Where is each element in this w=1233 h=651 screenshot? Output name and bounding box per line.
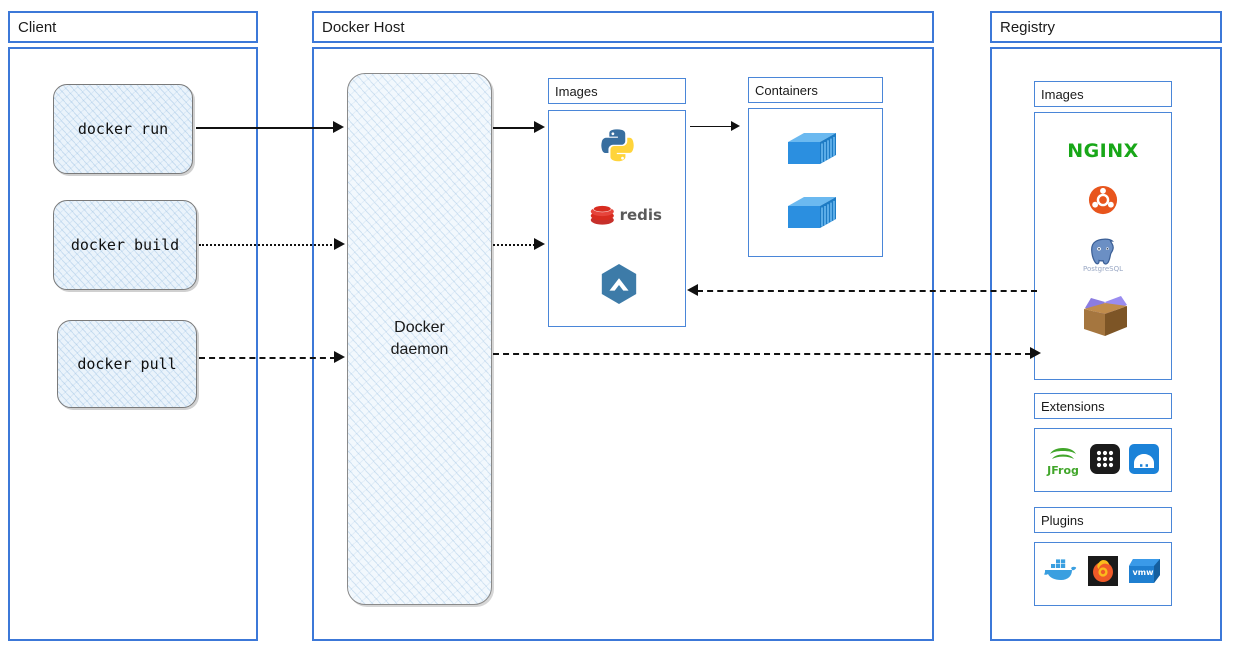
shipping-container-icon [784, 128, 840, 170]
host-images-title: Images [548, 78, 686, 104]
svg-text:JFrog: JFrog [1046, 464, 1079, 477]
daemon-label-line2: daemon [390, 341, 449, 358]
registry-panel-title-label: Registry [1000, 18, 1056, 36]
daemon-to-images-2-line [493, 244, 535, 246]
docker-run-box[interactable]: docker run [53, 84, 193, 174]
pull-to-daemon-line [199, 357, 336, 359]
build-to-daemon-arrowhead [334, 238, 345, 250]
docker-pull-label: docker pull [77, 355, 177, 373]
registry-extensions-title-label: Extensions [1041, 398, 1105, 414]
registry-extensions-title: Extensions [1034, 393, 1172, 419]
docker-build-box[interactable]: docker build [53, 200, 197, 290]
docker-build-label: docker build [70, 236, 180, 254]
docker-run-label: docker run [77, 120, 169, 138]
host-panel-title-label: Docker Host [322, 18, 405, 36]
nginx-icon: NGINX [1063, 138, 1143, 164]
vmware-icon: vmw [1126, 557, 1164, 585]
grafana-icon [1088, 556, 1118, 586]
ubuntu-icon [1088, 185, 1118, 215]
host-images-title-label: Images [555, 83, 598, 99]
registry-to-images-line [697, 290, 1037, 292]
daemon-label-line1: Docker [394, 319, 445, 337]
svg-text:vmw: vmw [1133, 568, 1155, 577]
images-to-containers-line [690, 126, 734, 127]
daemon-to-images-arrowhead [534, 121, 545, 133]
run-to-daemon-arrowhead [333, 121, 344, 133]
registry-plugins-title: Plugins [1034, 507, 1172, 533]
registry-plugins-title-label: Plugins [1041, 512, 1084, 528]
daemon-to-registry-arrowhead [1030, 347, 1041, 359]
docker-whale-icon [1042, 556, 1080, 586]
alpine-hexagon-icon [599, 263, 639, 305]
client-panel-title-label: Client [18, 18, 57, 36]
grid-apps-icon [1090, 444, 1120, 474]
python-icon [599, 127, 637, 165]
redis-label: redis [619, 206, 662, 224]
host-panel-title: Docker Host [312, 11, 934, 43]
registry-images-title: Images [1034, 81, 1172, 107]
daemon-to-registry-line [493, 353, 1031, 355]
client-panel-title: Client [8, 11, 258, 43]
build-to-daemon-line [199, 244, 336, 246]
registry-images-title-label: Images [1041, 86, 1084, 102]
host-containers-body [748, 108, 883, 257]
nginx-label: NGINX [1067, 140, 1139, 162]
run-to-daemon-line [196, 127, 334, 129]
shipping-container-icon [784, 192, 840, 234]
images-to-containers-arrowhead [731, 121, 740, 131]
docker-pull-box[interactable]: docker pull [57, 320, 197, 408]
docker-daemon-box[interactable]: Docker daemon [347, 73, 492, 605]
registry-to-images-arrowhead [687, 284, 698, 296]
daemon-to-images-line [493, 127, 535, 129]
postgresql-icon: PostgreSQL [1081, 235, 1125, 275]
daemon-to-images-2-arrowhead [534, 238, 545, 250]
package-box-icon [1077, 292, 1133, 342]
jfrog-icon: JFrog [1046, 442, 1080, 478]
host-containers-title-label: Containers [755, 82, 818, 98]
redis-icon: redis [590, 202, 662, 228]
pull-to-daemon-arrowhead [334, 351, 345, 363]
portainer-icon [1129, 444, 1159, 474]
registry-panel-title: Registry [990, 11, 1222, 43]
host-containers-title: Containers [748, 77, 883, 103]
postgresql-label: PostgreSQL [1083, 265, 1123, 273]
